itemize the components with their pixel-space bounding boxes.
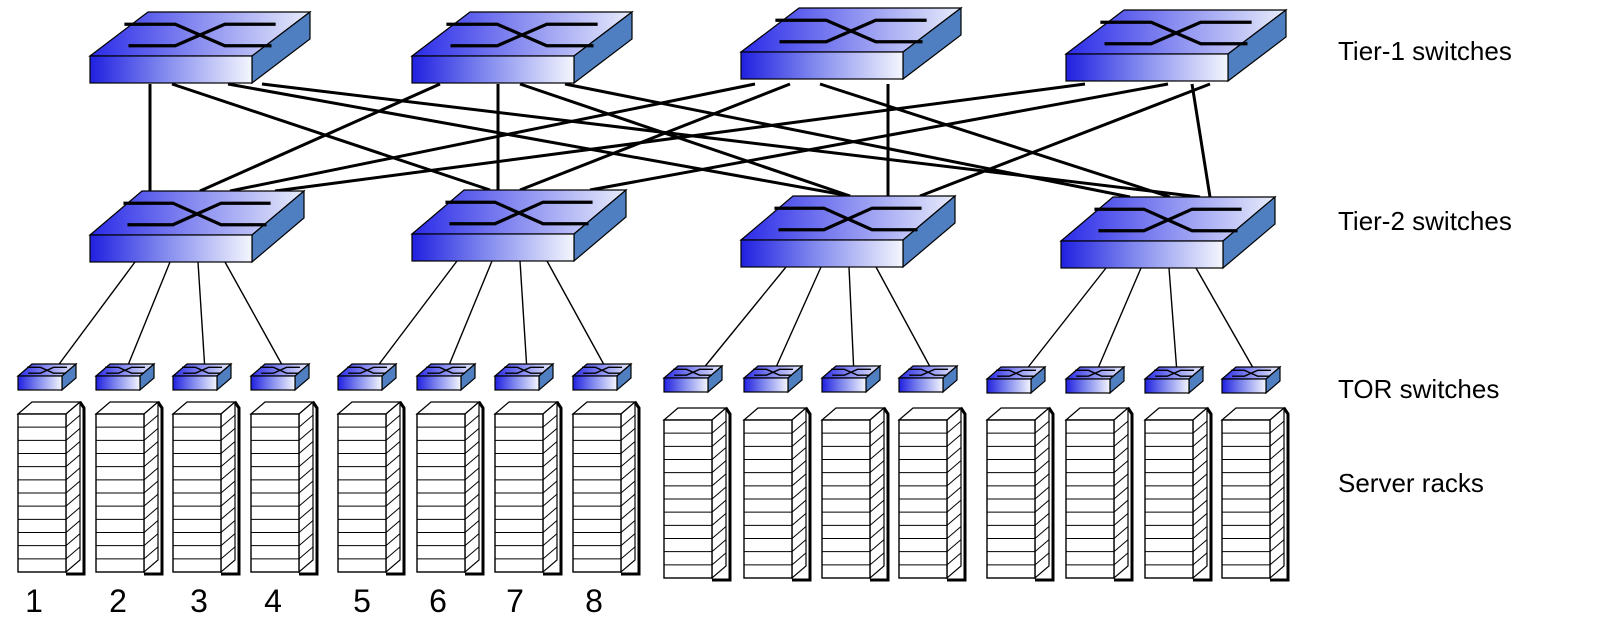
tor-switch-7 [493,362,555,392]
rack-numbers-layer: 1 2 3 4 5 6 7 8 [25,583,603,619]
links-layer [57,82,1255,370]
tor-switch-6 [415,362,477,392]
server-rack-3 [171,400,241,576]
server-rack-8 [571,400,641,576]
tier-2-switch-3 [739,194,957,269]
t1-3-to-t2-2-link [519,82,791,192]
tier-1-switch-4 [1064,8,1288,83]
t2-4-to-tor-link [1168,267,1178,370]
server-rack-9 [662,406,732,582]
tor-switch-4 [249,362,311,392]
t1-4-to-t2-4-link [1190,83,1212,198]
t2-2-to-tor-link [519,260,528,367]
t1-3-to-t2-4-link [819,82,1171,199]
tor-switch-8 [571,362,633,392]
t1-2-to-t2-3-link [519,82,851,198]
tier-2-switch-1 [88,189,306,264]
tor-switch-5 [336,362,398,392]
rack-number-7: 7 [506,583,524,619]
tier-1-switch-1 [88,10,312,85]
server-racks-label: Server racks [1338,468,1484,498]
rack-number-1: 1 [25,583,43,619]
t2-1-to-tor-link [197,261,206,367]
tor-switch-10 [742,364,804,394]
t2-1-to-tor-link [57,261,136,367]
tor-switch-12 [897,364,959,394]
tor-switch-13 [985,365,1047,395]
server-rack-10 [742,406,812,582]
t1-1-to-t2-2-link [171,82,491,192]
tor-switch-15 [1143,365,1205,395]
tor-switch-16 [1220,365,1282,395]
t1-1-to-t2-4-link [261,82,1201,199]
t2-4-to-tor-link [1195,267,1255,370]
t2-4-to-tor-link [1026,267,1107,370]
rack-number-8: 8 [585,583,603,619]
tor-switch-11 [820,364,882,394]
t2-3-to-tor-link [875,266,932,369]
tor-switch-2 [94,362,156,392]
t1-4-to-t2-3-link [919,82,1211,198]
tier-2-switch-2 [410,188,628,263]
tor-switch-1 [16,362,78,392]
tier-1-switch-3 [739,6,963,81]
t1-4-to-t2-2-link [589,82,1169,192]
t2-2-to-tor-link [448,260,493,367]
rack-number-5: 5 [353,583,371,619]
server-rack-12 [897,406,967,582]
t2-3-to-tor-link [775,266,822,369]
tier-1-label: Tier-1 switches [1338,36,1512,66]
t1-4-to-t2-1-link [274,82,1086,193]
t1-3-to-t2-1-link [229,82,756,193]
t2-3-to-tor-link [848,266,855,369]
server-rack-13 [985,406,1055,582]
server-rack-5 [336,400,406,576]
tor-switch-14 [1064,365,1126,395]
rack-number-4: 4 [264,583,282,619]
server-rack-2 [94,400,164,576]
tier-2-switch-4 [1059,195,1277,270]
server-rack-7 [493,400,563,576]
t2-2-to-tor-link [546,260,606,367]
tor-label: TOR switches [1338,374,1500,404]
t2-2-to-tor-link [377,260,458,367]
t1-1-to-t2-3-link [227,82,851,198]
tier-2-label: Tier-2 switches [1338,206,1512,236]
racks-layer [16,400,1290,582]
rack-number-6: 6 [429,583,447,619]
server-rack-15 [1143,406,1213,582]
tier-1-switch-2 [410,10,634,85]
server-rack-16 [1220,406,1290,582]
t2-1-to-tor-link [127,261,171,367]
server-rack-6 [415,400,485,576]
t1-2-to-t2-1-link [199,82,441,193]
switches-layer [16,6,1288,395]
tor-switch-3 [171,362,233,392]
rack-number-2: 2 [109,583,127,619]
server-rack-1 [16,400,86,576]
server-rack-14 [1064,406,1134,582]
t2-3-to-tor-link [703,266,787,369]
t2-1-to-tor-link [224,261,284,367]
server-rack-4 [249,400,319,576]
tor-switch-9 [662,364,724,394]
rack-number-3: 3 [190,583,208,619]
t2-4-to-tor-link [1097,267,1142,370]
server-rack-11 [820,406,890,582]
